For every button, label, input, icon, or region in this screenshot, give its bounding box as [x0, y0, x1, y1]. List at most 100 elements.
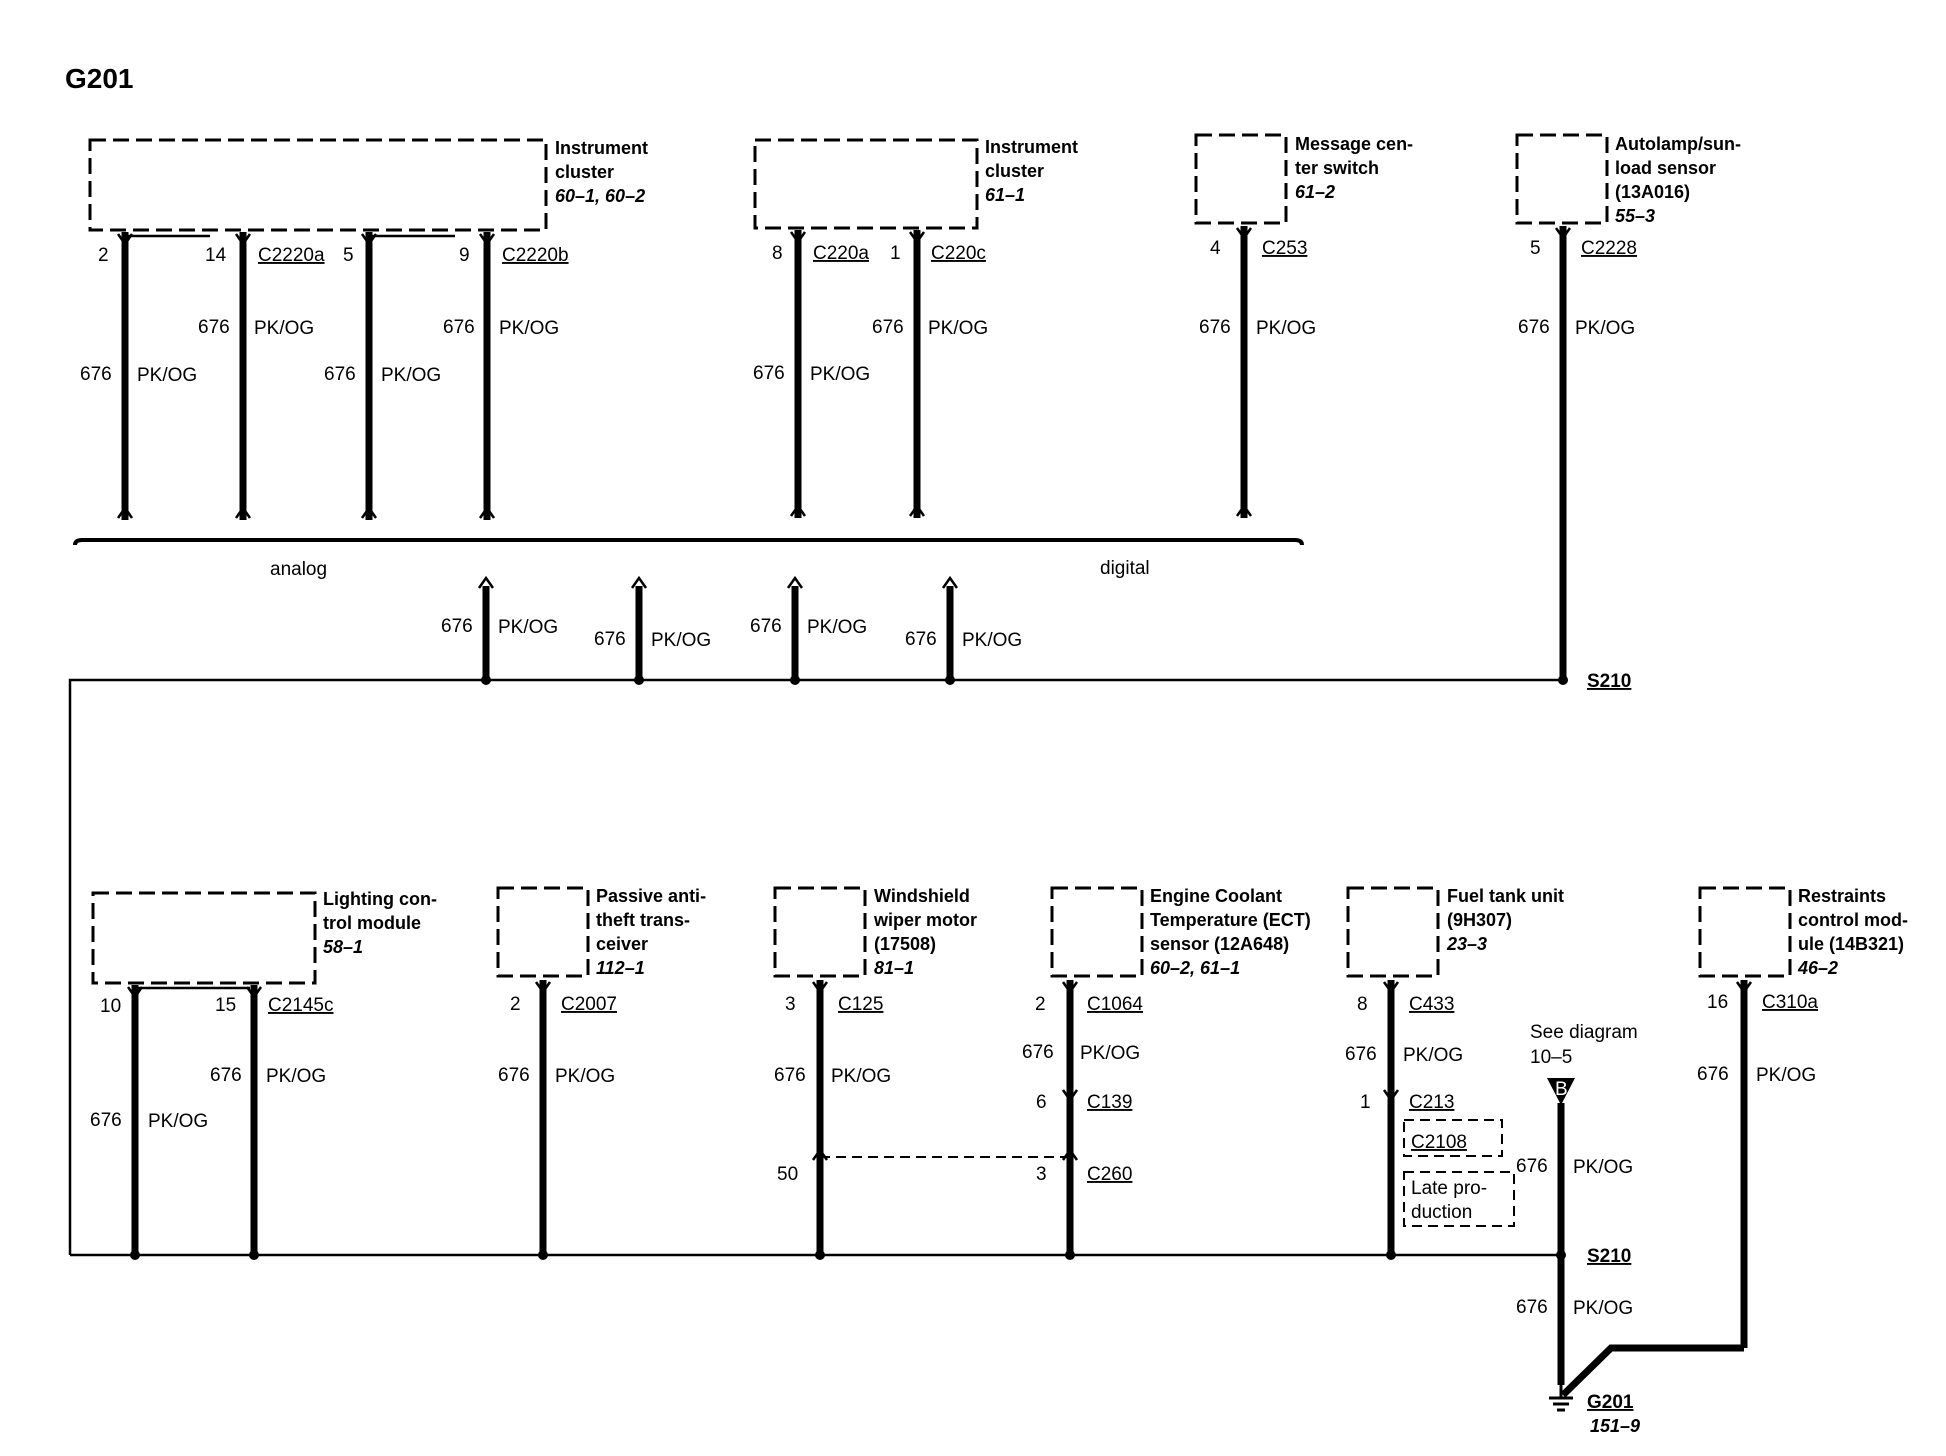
instrument-cluster-analog-ref: 60–1, 60–2	[555, 186, 645, 206]
stub-color-2: PK/OG	[651, 630, 711, 651]
pin-label-ic-14: 14	[205, 245, 227, 266]
late-production-label-2: duction	[1411, 1202, 1472, 1223]
instrument-cluster-analog-label-1: Instrument	[555, 138, 648, 158]
see-diagram-note: See diagram	[1530, 1022, 1638, 1043]
wiper-motor-label-1: Windshield	[874, 886, 970, 906]
lighting-module-box	[91, 891, 317, 985]
bottom-dot-3	[538, 1250, 548, 1260]
wire-circuit-icd-8: 676	[753, 363, 785, 384]
instrument-cluster-digital-box	[753, 138, 979, 230]
ect-sensor-box	[1050, 886, 1144, 978]
late-production-box	[1403, 1171, 1515, 1227]
bottom-dot-7	[1556, 1250, 1566, 1260]
wire-color-fuel-8: PK/OG	[1403, 1045, 1463, 1066]
pin-label-ic-9: 9	[459, 245, 470, 266]
bottom-wire-group: 10 676 PK/OG 15 C2145c 676 PK/OG 2 C2007…	[90, 980, 1818, 1348]
lighting-module-label-1: Lighting con-	[323, 889, 437, 909]
wire-color-pats-2: PK/OG	[555, 1066, 615, 1087]
splice-S210-bottom: S210	[1587, 1246, 1631, 1267]
restraints-module-ref: 46–2	[1797, 958, 1838, 978]
wire-color-ground: PK/OG	[1573, 1298, 1633, 1319]
message-center-switch-label-2: ter switch	[1295, 158, 1379, 178]
terminal-ticks	[116, 227, 1753, 1161]
connector-C220a: C220a	[813, 243, 869, 264]
stub-circuit-1: 676	[441, 616, 473, 637]
diagram-title: G201	[65, 63, 134, 94]
wire-circuit-lcm-15: 676	[210, 1065, 242, 1086]
wire-circuit-ground: 676	[1516, 1297, 1548, 1318]
wire-color-rcm-16: PK/OG	[1756, 1065, 1816, 1086]
top-wire-group: 2 676 PK/OG 14 C2220a 676 PK/OG 5 676 PK…	[80, 226, 1637, 680]
wire-circuit-pats-2: 676	[498, 1065, 530, 1086]
pin-label-pats-2: 2	[510, 994, 521, 1015]
pin-label-lcm-15: 15	[215, 995, 236, 1016]
pin-label-icd-1: 1	[890, 243, 901, 264]
connector-C2108-box	[1403, 1119, 1503, 1157]
restraints-module-box	[1698, 886, 1792, 978]
pin-label-ect-3: 3	[1036, 1164, 1047, 1185]
pin-label-ic-2: 2	[98, 245, 109, 266]
splice-dot-3	[790, 675, 800, 685]
connector-C139: C139	[1087, 1092, 1132, 1113]
pats-label-3: ceiver	[596, 934, 648, 954]
pin-label-lcm-10: 10	[100, 996, 121, 1017]
fuel-tank-unit-label-1: Fuel tank unit	[1447, 886, 1564, 906]
pin-label-ic-5: 5	[343, 245, 354, 266]
lighting-module-ref: 58–1	[323, 937, 363, 957]
fuel-tank-unit-box	[1346, 886, 1440, 978]
bottom-dot-1	[130, 1250, 140, 1260]
wire-circuit-marker: 676	[1516, 1156, 1548, 1177]
instrument-cluster-digital-label-2: cluster	[985, 161, 1044, 181]
ground-symbol-icon	[1549, 1385, 1573, 1412]
wire-color-icd-8: PK/OG	[810, 364, 870, 385]
connector-C213: C213	[1409, 1092, 1454, 1113]
stub-circuit-2: 676	[594, 629, 626, 650]
pats-label-1: Passive anti-	[596, 886, 706, 906]
connector-C260: C260	[1087, 1164, 1132, 1185]
bottom-dot-6	[1386, 1250, 1396, 1260]
wiper-motor-ref: 81–1	[874, 958, 914, 978]
wire-circuit-wiper-3: 676	[774, 1065, 806, 1086]
connector-C2220a-analog: C2220a	[258, 245, 325, 266]
wiper-motor-box	[773, 886, 867, 978]
pin-label-ect-6: 6	[1036, 1092, 1047, 1113]
connector-C125: C125	[838, 994, 883, 1015]
fuel-tank-unit-ref: 23–3	[1446, 934, 1487, 954]
stub-circuit-4: 676	[905, 629, 937, 650]
connector-C1064: C1064	[1087, 994, 1143, 1015]
wire-circuit-fuel-8: 676	[1345, 1044, 1377, 1065]
wire-color-ic-14: PK/OG	[254, 318, 314, 339]
instrument-cluster-analog-label-2: cluster	[555, 162, 614, 182]
wire-color-lcm-10: PK/OG	[148, 1111, 208, 1132]
autolamp-sensor-ref: 55–3	[1615, 206, 1655, 226]
splice-line-top	[68, 678, 1563, 1255]
splice-dot-2	[634, 675, 644, 685]
see-diagram-ref: 10–5	[1530, 1047, 1572, 1068]
message-center-switch-ref: 61–2	[1295, 182, 1335, 202]
pin-label-autolamp-5: 5	[1530, 238, 1541, 259]
instrument-cluster-digital-ref: 61–1	[985, 185, 1025, 205]
splice-dot-4	[945, 675, 955, 685]
connector-C310a: C310a	[1762, 992, 1818, 1013]
restraints-module-label-2: control mod-	[1798, 910, 1908, 930]
wire-color-marker: PK/OG	[1573, 1157, 1633, 1178]
stub-color-3: PK/OG	[807, 617, 867, 638]
pin-label-wiper-50: 50	[777, 1164, 798, 1185]
splice-S210-top: S210	[1587, 671, 1631, 692]
bottom-dot-5	[1065, 1250, 1075, 1260]
wire-color-ect-2: PK/OG	[1080, 1043, 1140, 1064]
pin-label-ect-2: 2	[1035, 994, 1046, 1015]
analog-digital-bus-bracket	[73, 538, 1304, 546]
autolamp-sensor-label-3: (13A016)	[1615, 182, 1690, 202]
diagram-link-marker-icon	[1547, 1078, 1575, 1105]
wire-circuit-icd-1: 676	[872, 317, 904, 338]
wire-circuit-lcm-10: 676	[90, 1110, 122, 1131]
ect-sensor-label-3: sensor (12A648)	[1150, 934, 1289, 954]
instrument-cluster-digital-label-1: Instrument	[985, 137, 1078, 157]
wire-color-ic-9: PK/OG	[499, 318, 559, 339]
connector-C2228: C2228	[1581, 238, 1637, 259]
wiper-motor-label-3: (17508)	[874, 934, 936, 954]
splice-dot-5	[1558, 675, 1568, 685]
wire-color-autolamp-5: PK/OG	[1575, 318, 1635, 339]
